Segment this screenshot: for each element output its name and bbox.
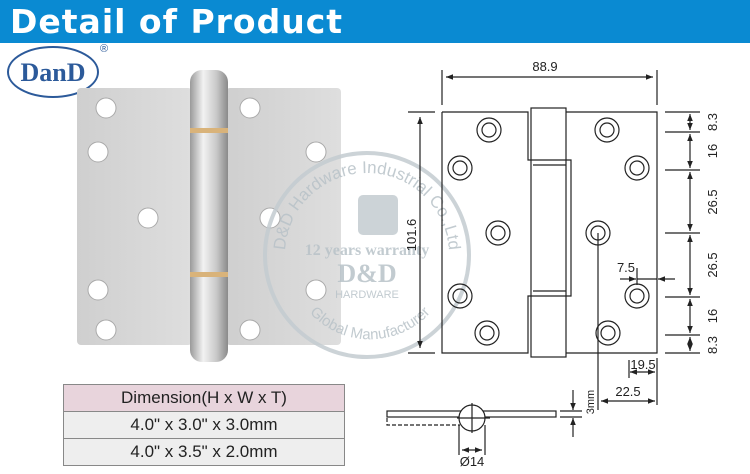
svg-text:16: 16 <box>705 309 720 323</box>
dimension-table: Dimension(H x W x T) 4.0" x 3.0" x 3.0mm… <box>63 384 345 466</box>
dand-logo: DanD ® <box>7 43 108 98</box>
svg-text:12 years warranty: 12 years warranty <box>305 242 429 259</box>
svg-text:101.6: 101.6 <box>404 219 419 252</box>
svg-text:88.9: 88.9 <box>532 59 557 74</box>
svg-text:22.5: 22.5 <box>615 384 640 399</box>
table-header: Dimension(H x W x T) <box>64 385 344 411</box>
svg-text:26.5: 26.5 <box>705 252 720 277</box>
page-title: Detail of Product <box>10 2 344 41</box>
svg-text:16: 16 <box>705 144 720 158</box>
svg-text:8.3: 8.3 <box>705 113 720 131</box>
svg-text:3mm: 3mm <box>585 390 597 414</box>
svg-text:19.5: 19.5 <box>630 357 655 372</box>
technical-drawing <box>386 70 700 455</box>
svg-text:26.5: 26.5 <box>705 189 720 214</box>
dimension-labels: 88.9 101.6 8.3 16 26.5 26.5 16 8.3 7.5 1… <box>404 59 720 469</box>
hinge-photo <box>77 70 341 362</box>
table-row: 4.0" x 3.0" x 3.0mm <box>64 411 344 438</box>
header-bar: Detail of Product <box>0 0 750 43</box>
svg-text:HARDWARE: HARDWARE <box>335 289 399 301</box>
registered-mark: ® <box>100 43 108 55</box>
svg-text:7.5: 7.5 <box>617 260 635 275</box>
logo-text: DanD <box>20 58 85 87</box>
svg-text:Ø14: Ø14 <box>460 454 485 469</box>
svg-text:D&D: D&D <box>337 259 396 288</box>
svg-text:8.3: 8.3 <box>705 336 720 354</box>
table-row: 4.0" x 3.5" x 2.0mm <box>64 438 344 465</box>
